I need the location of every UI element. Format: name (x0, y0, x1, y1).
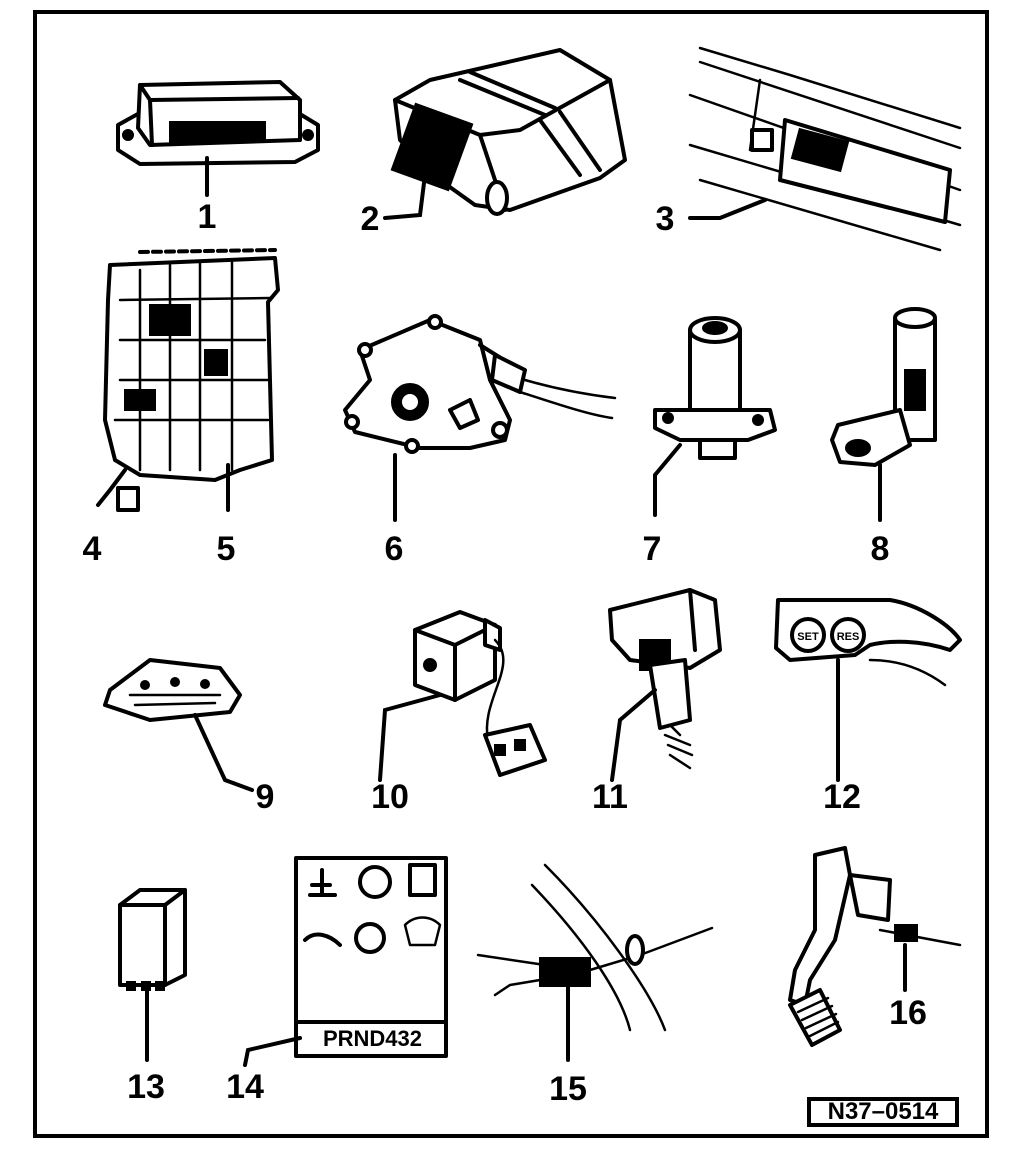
component-15-cable-sender (476, 863, 714, 1062)
component-4-5-valve-body (96, 248, 280, 512)
button-12-right-label: RES (837, 631, 860, 643)
callout-13: 13 (127, 1068, 165, 1106)
panel-14-gear-label: PRND432 (322, 1026, 423, 1051)
callout-1: 1 (198, 198, 217, 236)
callout-14: 14 (226, 1068, 264, 1106)
callout-11: 11 (592, 778, 628, 816)
callout-5: 5 (217, 530, 236, 568)
callout-15: 15 (549, 1070, 587, 1108)
component-13-relay (118, 888, 187, 1062)
callout-4: 4 (83, 530, 102, 568)
button-12-left-label: SET (797, 631, 819, 643)
component-7-sender (653, 316, 777, 517)
callout-9: 9 (256, 778, 275, 816)
callout-12: 12 (823, 778, 861, 816)
callout-6: 6 (385, 530, 404, 568)
component-11-switch (608, 588, 722, 782)
callout-10: 10 (371, 778, 409, 816)
component-2-control-unit (383, 48, 627, 220)
component-16-pedal-switch (788, 846, 962, 1047)
component-3-installed-unit (688, 46, 962, 252)
component-10-solenoid (378, 610, 547, 782)
callout-2: 2 (361, 200, 380, 238)
component-14-indicator-panel (243, 856, 448, 1067)
component-6-multifunction-switch (343, 314, 617, 522)
component-8-speed-sender (830, 307, 937, 522)
callout-8: 8 (871, 530, 890, 568)
callout-16: 16 (889, 994, 927, 1032)
callout-3: 3 (656, 200, 675, 238)
component-1-control-module (116, 80, 320, 197)
reference-code: N37–0514 (807, 1097, 959, 1127)
callout-7: 7 (643, 530, 662, 568)
component-12-control-buttons: SET RES (774, 598, 962, 782)
component-9-contact-plate (103, 658, 254, 792)
